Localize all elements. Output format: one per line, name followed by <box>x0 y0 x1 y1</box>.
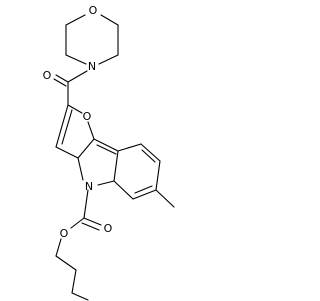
bond <box>93 138 119 152</box>
bond <box>97 180 115 186</box>
bond <box>117 143 142 152</box>
bond <box>77 157 84 181</box>
bond <box>55 238 62 257</box>
bond-layer <box>53 14 175 301</box>
bond <box>98 54 119 65</box>
atom-label-carbonyl-oxygen: O <box>43 69 52 82</box>
atom-label-furan-oxygen: O <box>83 110 92 123</box>
bond <box>77 138 95 159</box>
bond <box>61 109 73 145</box>
bond <box>113 150 119 182</box>
bond <box>55 104 69 148</box>
bond <box>140 143 161 162</box>
atom-label-amide-nitrogen: N <box>88 60 96 73</box>
bond <box>67 70 88 83</box>
bond <box>83 189 89 219</box>
bond <box>132 189 157 200</box>
bond <box>70 217 85 229</box>
bond <box>100 14 119 26</box>
bond <box>81 222 100 231</box>
bond <box>87 121 95 140</box>
bond <box>141 149 156 163</box>
bond <box>65 14 86 26</box>
bond <box>83 217 102 226</box>
bond <box>155 160 161 191</box>
bond <box>71 269 77 294</box>
bond <box>53 78 67 87</box>
atom-label-ester-oxygen: O <box>60 227 69 240</box>
bond <box>67 104 83 114</box>
bond <box>55 74 69 83</box>
bond <box>65 54 87 65</box>
bond <box>96 144 117 155</box>
atom-labels: O N O O N O O <box>43 4 113 240</box>
bond <box>55 146 79 159</box>
structure-drawing: O N O O N O O <box>43 4 175 301</box>
bond <box>113 180 134 200</box>
bond <box>55 255 77 271</box>
bond <box>134 185 153 194</box>
molecule-diagram: O N O O N O O <box>43 4 175 301</box>
bond <box>155 189 175 208</box>
atom-label-carbonyl-oxygen-2: O <box>104 222 113 235</box>
bond <box>71 292 89 301</box>
atom-label-morpholine-oxygen: O <box>89 4 98 17</box>
atom-label-indole-nitrogen: N <box>85 180 93 193</box>
